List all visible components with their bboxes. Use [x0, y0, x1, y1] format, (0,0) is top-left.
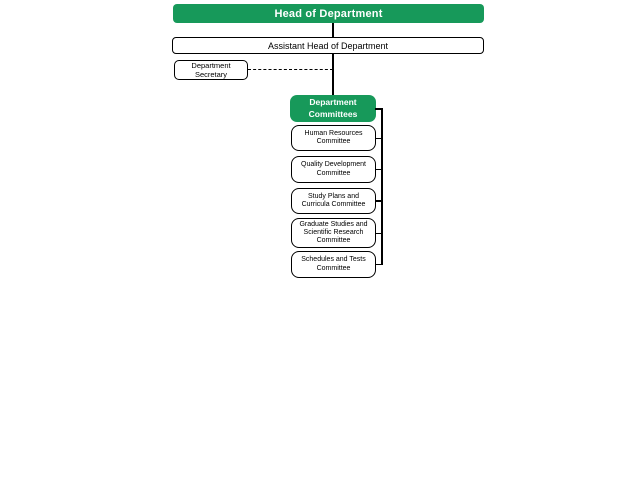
committee-label: Human Resources Committee	[304, 129, 363, 145]
committee-label: Schedules and Tests Committee	[301, 256, 366, 272]
connector-stub-graduate-studies	[375, 232, 383, 234]
connector-head-to-assistant	[332, 23, 334, 37]
node-head-label: Head of Department	[274, 7, 383, 20]
connector-secretary-dashed	[248, 69, 333, 70]
node-committees-label: Department Committees	[308, 97, 358, 119]
node-assistant-head: Assistant Head of Department	[172, 37, 484, 54]
node-assistant-label: Assistant Head of Department	[267, 40, 389, 51]
node-schedules-tests-committee: Schedules and Tests Committee	[291, 251, 376, 278]
node-quality-development-committee: Quality Development Committee	[291, 156, 376, 183]
node-secretary-label: Department Secretary	[191, 61, 231, 79]
connector-stub-schedules-tests	[375, 263, 383, 265]
connector-stub-quality-development	[375, 168, 383, 170]
connector-stub-human-resources	[375, 137, 383, 139]
connector-stub-study-plans	[375, 200, 383, 202]
connector-assistant-to-committees	[332, 54, 334, 95]
connector-committees-spine	[381, 108, 383, 265]
node-study-plans-curricula-committee: Study Plans and Curricula Committee	[291, 188, 376, 214]
node-department-secretary: Department Secretary	[174, 60, 248, 80]
committee-label: Graduate Studies and Scientific Research…	[299, 220, 368, 245]
node-graduate-studies-research-committee: Graduate Studies and Scientific Research…	[291, 218, 376, 248]
node-human-resources-committee: Human Resources Committee	[291, 125, 376, 151]
committee-label: Study Plans and Curricula Committee	[301, 192, 366, 208]
node-department-committees: Department Committees	[290, 95, 376, 122]
node-head-of-department: Head of Department	[173, 4, 484, 23]
committee-label: Quality Development Committee	[301, 161, 366, 177]
connector-committees-stub	[375, 108, 383, 110]
